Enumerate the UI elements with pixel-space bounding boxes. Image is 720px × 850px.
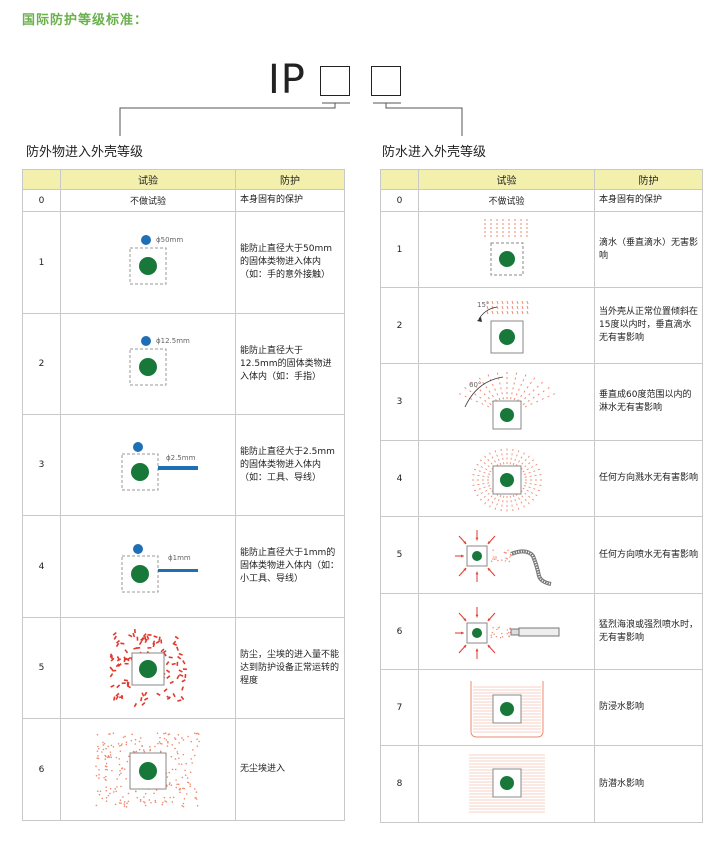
test-illustration: ϕ1mm — [60, 515, 236, 618]
protection-text: 能防止直径大于1mm的固体类物进入体内（如：小工具、导线） — [235, 515, 345, 618]
protection-text: 能防止直径大于12.5mm的固体类物进入体内（如：手指） — [235, 313, 345, 415]
vertical-drip-icon — [484, 218, 527, 275]
test-illustration: 60° — [418, 363, 595, 441]
protection-text: 垂直成60度范围以内的淋水无有害影响 — [594, 363, 703, 441]
ip-digit-box-water — [371, 66, 401, 96]
diameter-label: ϕ50mm — [156, 236, 183, 244]
table-row: 1 滴水（垂直滴水）无害影响 — [380, 211, 703, 288]
protection-text: 滴水（垂直滴水）无害影响 — [594, 211, 703, 288]
table-row: 7 防浸水影响 — [380, 669, 703, 746]
grade-number: 3 — [22, 414, 61, 516]
grade-number: 6 — [380, 593, 419, 670]
test-illustration: ϕ2.5mm — [60, 414, 236, 516]
tilted-drip-icon: 15° — [476, 300, 528, 353]
grade-number: 4 — [380, 440, 419, 517]
table-row: 4 ϕ1mm 能防止直径大于1mm的固体类物进入体内（如：小工具、导线） — [22, 515, 345, 618]
table-row: 2 ϕ12.5mm 能防止直径大于12.5mm的固体类物进入体内（如：手指） — [22, 313, 345, 415]
diameter-label: ϕ2.5mm — [166, 454, 196, 462]
table-row: 0 不做试验 本身固有的保护 — [22, 189, 345, 212]
test-illustration — [60, 718, 236, 821]
dust-protected-icon — [109, 628, 187, 708]
page-title: 国际防护等级标准： — [22, 13, 149, 28]
test-illustration — [418, 669, 595, 746]
header-protection: 防护 — [235, 169, 345, 190]
splashing-water-icon — [471, 448, 542, 511]
probe-12-5mm-icon: ϕ12.5mm — [129, 336, 190, 386]
solid-protection-table: 试验 防护 0 不做试验 本身固有的保护 1 ϕ50mm 能防止直径大于50mm… — [22, 169, 345, 821]
immersion-icon — [470, 680, 543, 737]
test-illustration — [418, 440, 595, 517]
header-test: 试验 — [60, 169, 236, 190]
test-text: 不做试验 — [60, 189, 236, 212]
diameter-label: ϕ1mm — [168, 554, 191, 562]
header-test: 试验 — [418, 169, 595, 190]
grade-number: 0 — [22, 189, 61, 212]
probe-1mm-icon: ϕ1mm — [121, 543, 198, 592]
grade-number: 8 — [380, 745, 419, 823]
protection-text: 任何方向溅水无有害影响 — [594, 440, 703, 517]
angle-label: 15° — [477, 301, 489, 309]
table-row: 2 15° 当外壳从正常位置倾斜在15度以内时，垂直滴水无有害影响 — [380, 287, 703, 364]
grade-number: 0 — [380, 189, 419, 212]
grade-number: 3 — [380, 363, 419, 441]
grade-number: 1 — [22, 211, 61, 314]
test-text: 不做试验 — [418, 189, 595, 212]
protection-text: 猛烈海浪或强烈喷水时，无有害影响 — [594, 593, 703, 670]
table-row: 3 ϕ2.5mm 能防止直径大于2.5mm的固体类物进入体内（如：工具、导线） — [22, 414, 345, 516]
grade-number: 1 — [380, 211, 419, 288]
grade-number: 4 — [22, 515, 61, 618]
grade-number: 6 — [22, 718, 61, 821]
protection-text: 当外壳从正常位置倾斜在15度以内时，垂直滴水无有害影响 — [594, 287, 703, 364]
test-illustration — [418, 593, 595, 670]
ip-digit-box-solid — [320, 66, 350, 96]
table-row: 1 ϕ50mm 能防止直径大于50mm的固体类物进入体内（如：手的意外接触） — [22, 211, 345, 314]
angle-label: 60° — [469, 381, 481, 389]
ip-code-diagram: IP — [268, 58, 468, 148]
protection-text: 无尘埃进入 — [235, 718, 345, 821]
protection-text: 能防止直径大于50mm的固体类物进入体内（如：手的意外接触） — [235, 211, 345, 314]
spraying-water-icon: 60° — [458, 372, 555, 430]
probe-2-5mm-icon: ϕ2.5mm — [121, 442, 198, 491]
header-grade — [22, 169, 61, 190]
protection-text: 防潜水影响 — [594, 745, 703, 823]
diameter-label: ϕ12.5mm — [156, 337, 190, 345]
ip-label: IP — [268, 57, 306, 103]
protection-text: 能防止直径大于2.5mm的固体类物进入体内（如：工具、导线） — [235, 414, 345, 516]
header-protection: 防护 — [594, 169, 703, 190]
grade-number: 2 — [22, 313, 61, 415]
table-row: 4 任何方向溅水无有害影响 — [380, 440, 703, 517]
table-row: 3 60° 垂直成60度范围以内的淋水无有害影响 — [380, 363, 703, 441]
water-protection-table: 试验 防护 0 不做试验 本身固有的保护 1 滴水（垂直滴水）无害影响 2 15… — [380, 169, 703, 823]
table-row: 0 不做试验 本身固有的保护 — [380, 189, 703, 212]
test-illustration: ϕ50mm — [60, 211, 236, 314]
test-illustration — [418, 516, 595, 594]
protection-text: 任何方向喷水无有害影响 — [594, 516, 703, 594]
solid-section-title: 防外物进入外壳等级 — [26, 145, 144, 160]
table-row: 5 防尘，尘埃的进入量不能达到防护设备正常运转的程度 — [22, 617, 345, 719]
water-jet-icon — [454, 530, 551, 586]
dust-tight-icon — [95, 731, 200, 808]
protection-text: 防浸水影响 — [594, 669, 703, 746]
header-grade — [380, 169, 419, 190]
protection-text: 防尘，尘埃的进入量不能达到防护设备正常运转的程度 — [235, 617, 345, 719]
grade-number: 2 — [380, 287, 419, 364]
grade-number: 7 — [380, 669, 419, 746]
table-row: 6 猛烈海浪或强烈喷水时，无有害影响 — [380, 593, 703, 670]
submersion-icon — [468, 754, 545, 813]
test-illustration — [418, 211, 595, 288]
test-illustration: 15° — [418, 287, 595, 364]
grade-number: 5 — [380, 516, 419, 594]
probe-50mm-icon: ϕ50mm — [129, 234, 183, 284]
protection-text: 本身固有的保护 — [235, 189, 345, 212]
water-section-title: 防水进入外壳等级 — [382, 145, 487, 160]
table-row: 5 任何方向喷水无有害影响 — [380, 516, 703, 594]
powerful-jet-icon — [454, 606, 559, 659]
table-row: 6 无尘埃进入 — [22, 718, 345, 821]
table-row: 8 防潜水影响 — [380, 745, 703, 823]
grade-number: 5 — [22, 617, 61, 719]
test-illustration — [418, 745, 595, 823]
protection-text: 本身固有的保护 — [594, 189, 703, 212]
test-illustration — [60, 617, 236, 719]
test-illustration: ϕ12.5mm — [60, 313, 236, 415]
